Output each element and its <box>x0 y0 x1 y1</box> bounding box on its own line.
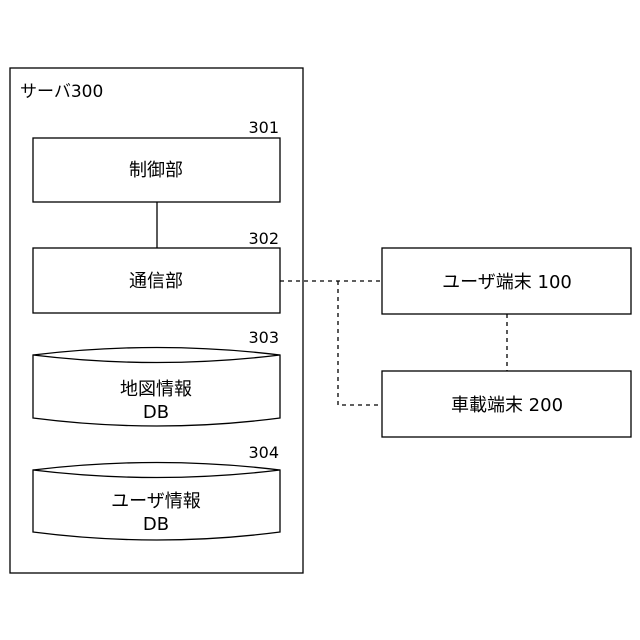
user-db-label-line1: ユーザ情報 <box>111 491 201 512</box>
comm-unit-label: 通信部 <box>129 271 183 292</box>
control-unit-label: 制御部 <box>129 160 183 181</box>
vehicle-terminal-label: 車載端末 200 <box>451 395 563 416</box>
user-db-label-line2: DB <box>143 514 169 535</box>
map-db-label-line2: DB <box>143 402 169 423</box>
user-terminal-label: ユーザ端末 100 <box>442 272 572 293</box>
comm-unit-ref: 302 <box>248 229 279 248</box>
control-unit-ref: 301 <box>248 118 279 137</box>
map-db-label-line1: 地図情報 <box>120 379 192 400</box>
server-title: サーバ300 <box>20 82 103 102</box>
map-db-ref: 303 <box>248 328 279 347</box>
comm-to-vehicle-terminal-link <box>338 281 382 405</box>
user-db-ref: 304 <box>248 443 279 462</box>
